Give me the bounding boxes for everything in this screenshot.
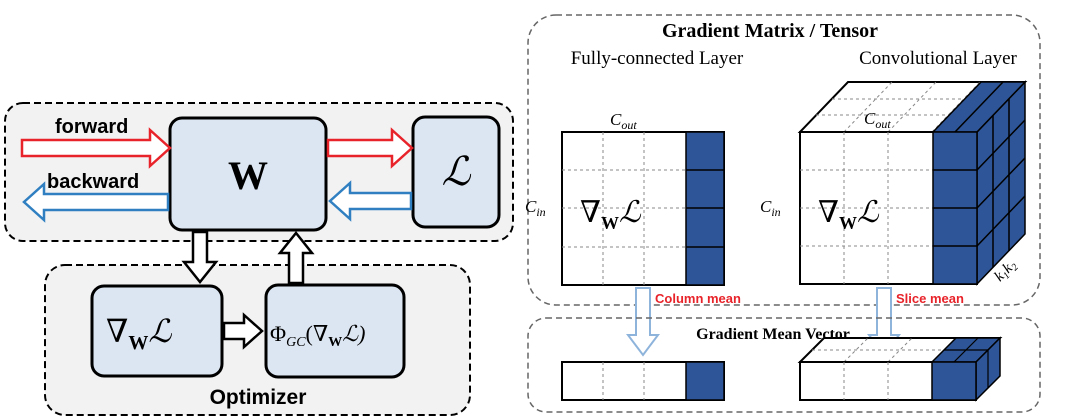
conv-mean-vector [797,336,1003,402]
tensor-panel-title: Gradient Matrix / Tensor [662,20,878,42]
right-arrow-to-gc [222,312,264,350]
backward-arrow-out [22,181,170,223]
column-mean-arrow [626,287,660,357]
down-arrow-to-gradient [181,230,219,285]
fc-gradient-matrix: ∇Wℒ [561,131,725,286]
gc-expression: ΦGC(∇Wℒ) [270,321,365,350]
conv-gradient-expression: ∇Wℒ [818,196,880,233]
optimizer-label: Optimizer [210,386,307,409]
gradient-box: ∇Wℒ [90,284,224,378]
conv-gradient-tensor: ∇Wℒ [797,80,1028,286]
mean-vector-panel [527,317,1041,413]
up-arrow-from-gc [277,230,315,285]
loss-symbol: ℒ [442,149,472,194]
weight-box: W [168,116,328,232]
forward-arrow-in [20,127,172,169]
conv-layer-caption: Convolutional Layer [859,48,1017,69]
fc-cout-label: Cout [610,110,637,132]
fc-layer-caption: Fully-connected Layer [571,48,744,69]
backward-label: backward [47,171,139,193]
conv-highlight-slice [931,80,1027,286]
gradient-expression: ∇Wℒ [106,313,172,354]
loss-box: ℒ [411,115,501,229]
forward-label: forward [55,116,128,138]
column-mean-label: Column mean [655,291,741,306]
backward-arrow-in [328,180,413,222]
fc-highlight-column [685,131,725,286]
fc-gradient-expression: ∇Wℒ [580,196,642,233]
mean-vector-title: Gradient Mean Vector [696,326,850,343]
fc-mean-vector [561,361,725,401]
conv-cout-label: Cout [864,109,891,131]
conv-cin-label: Cin [760,197,781,219]
weight-symbol: W [228,153,268,198]
gc-box: ΦGC(∇Wℒ) [264,283,406,379]
forward-arrow-out [326,127,414,169]
slice-mean-label: Slice mean [896,291,964,306]
fc-cin-label: Cin [525,197,546,219]
